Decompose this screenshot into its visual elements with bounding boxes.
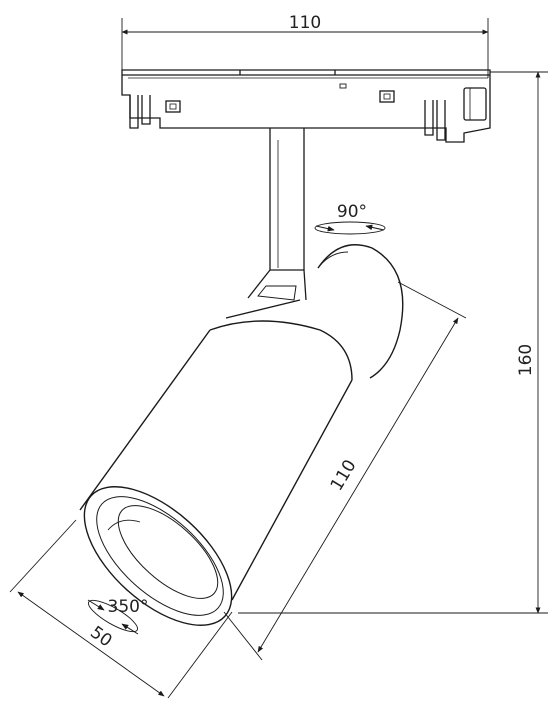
mounting-stem [247,128,307,301]
rotation-horizontal-label: 350° [108,597,149,617]
dim-body-length: 110 [223,281,467,661]
dim-track-width-label: 110 [289,13,321,33]
dim-total-height-label: 160 [516,344,536,376]
dim-track-width: 110 [121,13,489,78]
track-adapter [121,69,491,143]
dim-total-height: 160 [238,71,548,614]
dim-diameter-label: 50 [86,623,115,652]
rotation-vertical-indicator: 90° [314,202,386,235]
rotation-vertical-label: 90° [337,202,367,222]
rotation-horizontal-indicator: 350° [87,597,149,635]
spotlight-body [79,244,404,626]
